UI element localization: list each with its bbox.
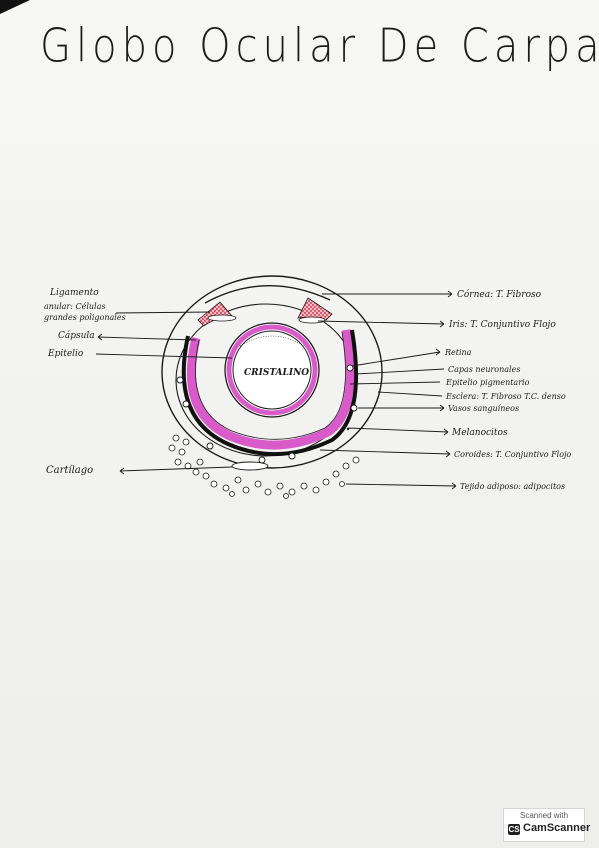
retina-inner-line [195,331,346,440]
label-ligamento-cells: anular: Células [44,302,105,311]
vessel [182,400,190,408]
label-cornea: Córnea: T. Fibroso [457,289,542,300]
page-title: Globo Ocular De Carpa [40,20,599,73]
melanocyte-dots [339,428,343,432]
label-capas-neuronales: Capas neuronales [448,365,520,374]
label-vasos: Vasos sanguíneos [448,404,519,413]
retina [186,329,355,450]
cornea-arc [204,285,331,304]
camscanner-badge: Scanned with CS CamScanner [503,808,590,842]
adipose-tissue [168,434,360,499]
vessel [176,376,184,384]
outer-sclera [161,275,383,469]
label-epitelio-pigmentario: Epitelio pigmentario [445,378,530,387]
vessel [350,404,358,412]
badge-brand: CamScanner [523,822,591,834]
corner-mark [0,0,30,14]
melanocyte-dots [342,424,346,428]
lens-label: CRISTALINO [244,368,309,378]
camscanner-logo-icon: CS [508,824,520,835]
iris-right-edge [298,316,326,324]
label-iris: Iris: T. Conjuntivo Flojo [448,320,556,330]
label-melanocitos: Melanocitos [451,428,508,438]
vessel [258,456,266,464]
vessel [288,452,296,460]
lens-core [232,330,312,410]
label-epitelio: Epitelio [47,349,84,359]
label-ligamento: Ligamento [49,288,99,298]
label-coroides: Coroides: T. Conjuntivo Flojo [454,450,572,459]
vessel [206,442,214,450]
label-cartilago: Cartílago [46,465,93,476]
label-retina: Retina [444,348,472,357]
vessel [346,364,354,372]
cartilage [231,461,269,471]
label-capsula: Cápsula [58,330,95,341]
leader-lines [95,290,457,490]
label-ligamento-cells-2: grandes poligonales [44,313,126,322]
iris-left [197,301,233,327]
label-esclera: Esclera: T. Fibroso T.C. denso [445,392,566,401]
lens-epithelium [226,324,318,416]
label-tejido-adiposo: Tejido adiposo: adipocitos [460,482,565,491]
badge-small-text: Scanned with [519,811,569,820]
iris-left-edge [207,314,237,322]
